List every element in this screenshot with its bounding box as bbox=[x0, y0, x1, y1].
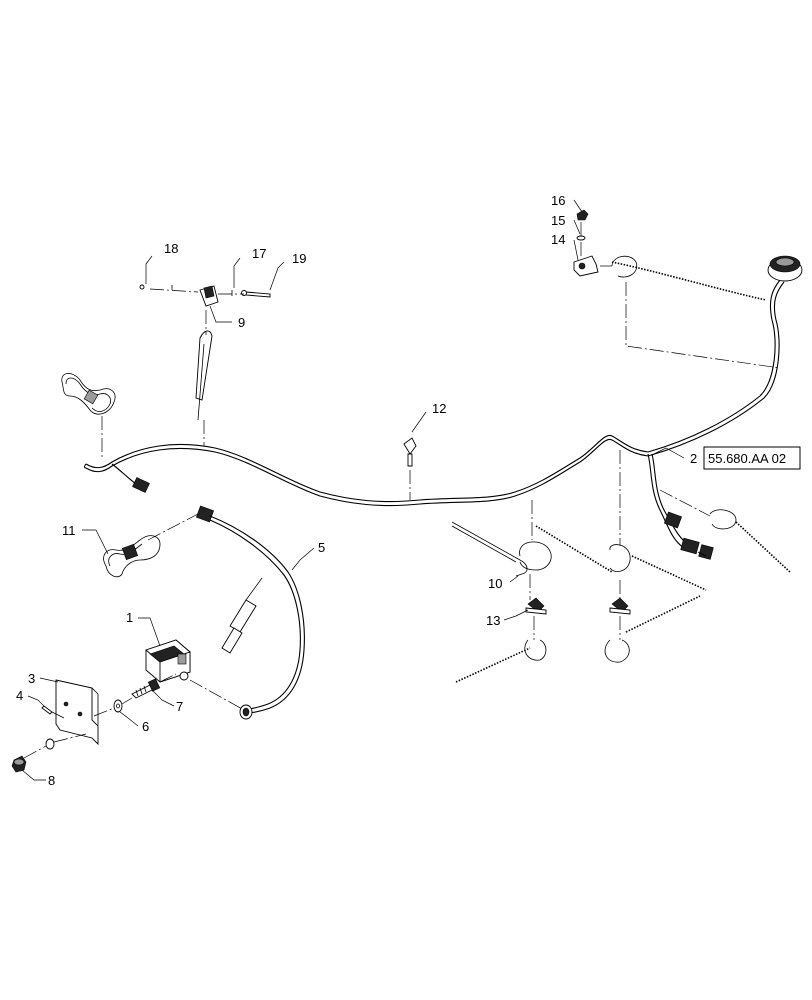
callout-16: 16 bbox=[551, 193, 565, 208]
tie-strap-lower bbox=[103, 513, 199, 578]
hardware bbox=[11, 673, 177, 773]
callout-13: 13 bbox=[486, 613, 500, 628]
reference-link[interactable]: 55.680.AA 02 bbox=[703, 446, 801, 470]
callout-6: 6 bbox=[142, 719, 149, 734]
callout-11: 11 bbox=[62, 523, 76, 538]
callout-labels: 18 17 19 9 16 15 14 12 2 11 5 1 10 13 3 … bbox=[16, 193, 697, 788]
callout-8: 8 bbox=[48, 773, 55, 788]
callout-7: 7 bbox=[176, 699, 183, 714]
callout-17: 17 bbox=[252, 246, 266, 261]
push-fastener bbox=[403, 437, 417, 500]
clip-assembly bbox=[139, 284, 271, 446]
leader-lines bbox=[21, 199, 685, 781]
callout-4: 4 bbox=[16, 688, 23, 703]
callout-12: 12 bbox=[432, 401, 446, 416]
retaining-clips bbox=[455, 450, 791, 683]
callout-10: 10 bbox=[488, 576, 502, 591]
tie-strap-upper bbox=[61, 373, 116, 460]
callout-3: 3 bbox=[28, 671, 35, 686]
callout-2: 2 bbox=[690, 451, 697, 466]
callout-1: 1 bbox=[126, 610, 133, 625]
callout-9: 9 bbox=[238, 315, 245, 330]
callout-5: 5 bbox=[318, 540, 325, 555]
reference-label[interactable]: 55.680.AA 02 bbox=[708, 451, 786, 466]
callout-19: 19 bbox=[292, 251, 306, 266]
top-clamp-assembly bbox=[573, 209, 781, 369]
callout-15: 15 bbox=[551, 213, 565, 228]
mounting-bracket bbox=[55, 679, 99, 746]
cable-tie-10 bbox=[451, 500, 552, 600]
callout-14: 14 bbox=[551, 232, 565, 247]
sensor-harness bbox=[195, 505, 305, 720]
main-wire-harness bbox=[83, 255, 803, 560]
control-module bbox=[145, 639, 245, 711]
callout-18: 18 bbox=[164, 241, 178, 256]
